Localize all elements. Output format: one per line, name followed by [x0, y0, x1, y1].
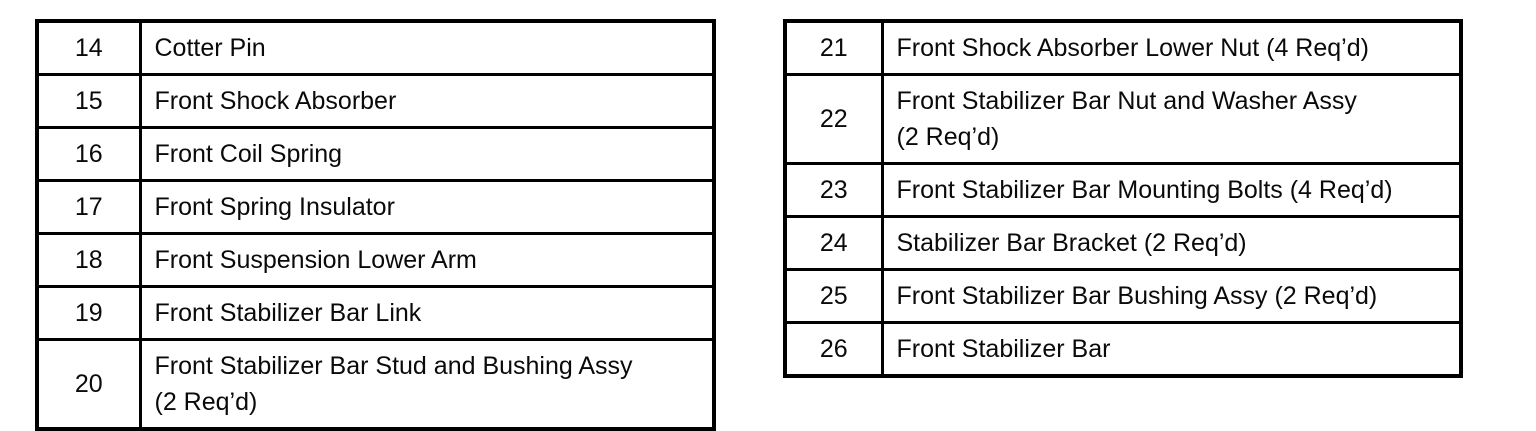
part-number: 25: [783, 268, 884, 324]
table-row: 18 Front Suspension Lower Arm: [35, 232, 716, 288]
part-number: 26: [783, 321, 884, 378]
table-row: 26 Front Stabilizer Bar: [783, 321, 1463, 378]
table-row: 25 Front Stabilizer Bar Bushing Assy (2 …: [783, 268, 1463, 324]
part-description: Front Coil Spring: [138, 126, 716, 182]
part-number: 21: [783, 19, 884, 76]
parts-table-right: 21 Front Shock Absorber Lower Nut (4 Req…: [783, 19, 1463, 378]
table-row: 16 Front Coil Spring: [35, 126, 716, 182]
table-row: 20 Front Stabilizer Bar Stud and Bushing…: [35, 338, 716, 431]
part-number: 18: [35, 232, 142, 288]
table-row: 14 Cotter Pin: [35, 19, 716, 76]
part-number: 23: [783, 162, 884, 218]
part-number: 22: [783, 73, 884, 165]
part-description: Stabilizer Bar Bracket (2 Req’d): [880, 215, 1463, 271]
table-row: 15 Front Shock Absorber: [35, 73, 716, 129]
part-description: Front Stabilizer Bar Stud and Bushing As…: [138, 338, 716, 431]
table-row: 22 Front Stabilizer Bar Nut and Washer A…: [783, 73, 1463, 165]
part-number: 20: [35, 338, 142, 431]
part-description: Front Stabilizer Bar Nut and Washer Assy…: [880, 73, 1463, 165]
scanned-page: 14 Cotter Pin 15 Front Shock Absorber 16…: [35, 19, 1463, 431]
part-description: Front Stabilizer Bar Bushing Assy (2 Req…: [880, 268, 1463, 324]
part-number: 15: [35, 73, 142, 129]
part-description: Front Suspension Lower Arm: [138, 232, 716, 288]
part-description: Front Shock Absorber Lower Nut (4 Req’d): [880, 19, 1463, 76]
part-number: 14: [35, 19, 142, 76]
part-number: 19: [35, 285, 142, 341]
part-description: Cotter Pin: [138, 19, 716, 76]
part-number: 17: [35, 179, 142, 235]
table-row: 19 Front Stabilizer Bar Link: [35, 285, 716, 341]
table-row: 24 Stabilizer Bar Bracket (2 Req’d): [783, 215, 1463, 271]
part-description: Front Stabilizer Bar Mounting Bolts (4 R…: [880, 162, 1463, 218]
table-row: 17 Front Spring Insulator: [35, 179, 716, 235]
part-description: Front Stabilizer Bar: [880, 321, 1463, 378]
part-description: Front Shock Absorber: [138, 73, 716, 129]
part-description: Front Spring Insulator: [138, 179, 716, 235]
part-description: Front Stabilizer Bar Link: [138, 285, 716, 341]
part-number: 24: [783, 215, 884, 271]
parts-table-left: 14 Cotter Pin 15 Front Shock Absorber 16…: [35, 19, 716, 431]
table-row: 23 Front Stabilizer Bar Mounting Bolts (…: [783, 162, 1463, 218]
part-number: 16: [35, 126, 142, 182]
table-row: 21 Front Shock Absorber Lower Nut (4 Req…: [783, 19, 1463, 76]
